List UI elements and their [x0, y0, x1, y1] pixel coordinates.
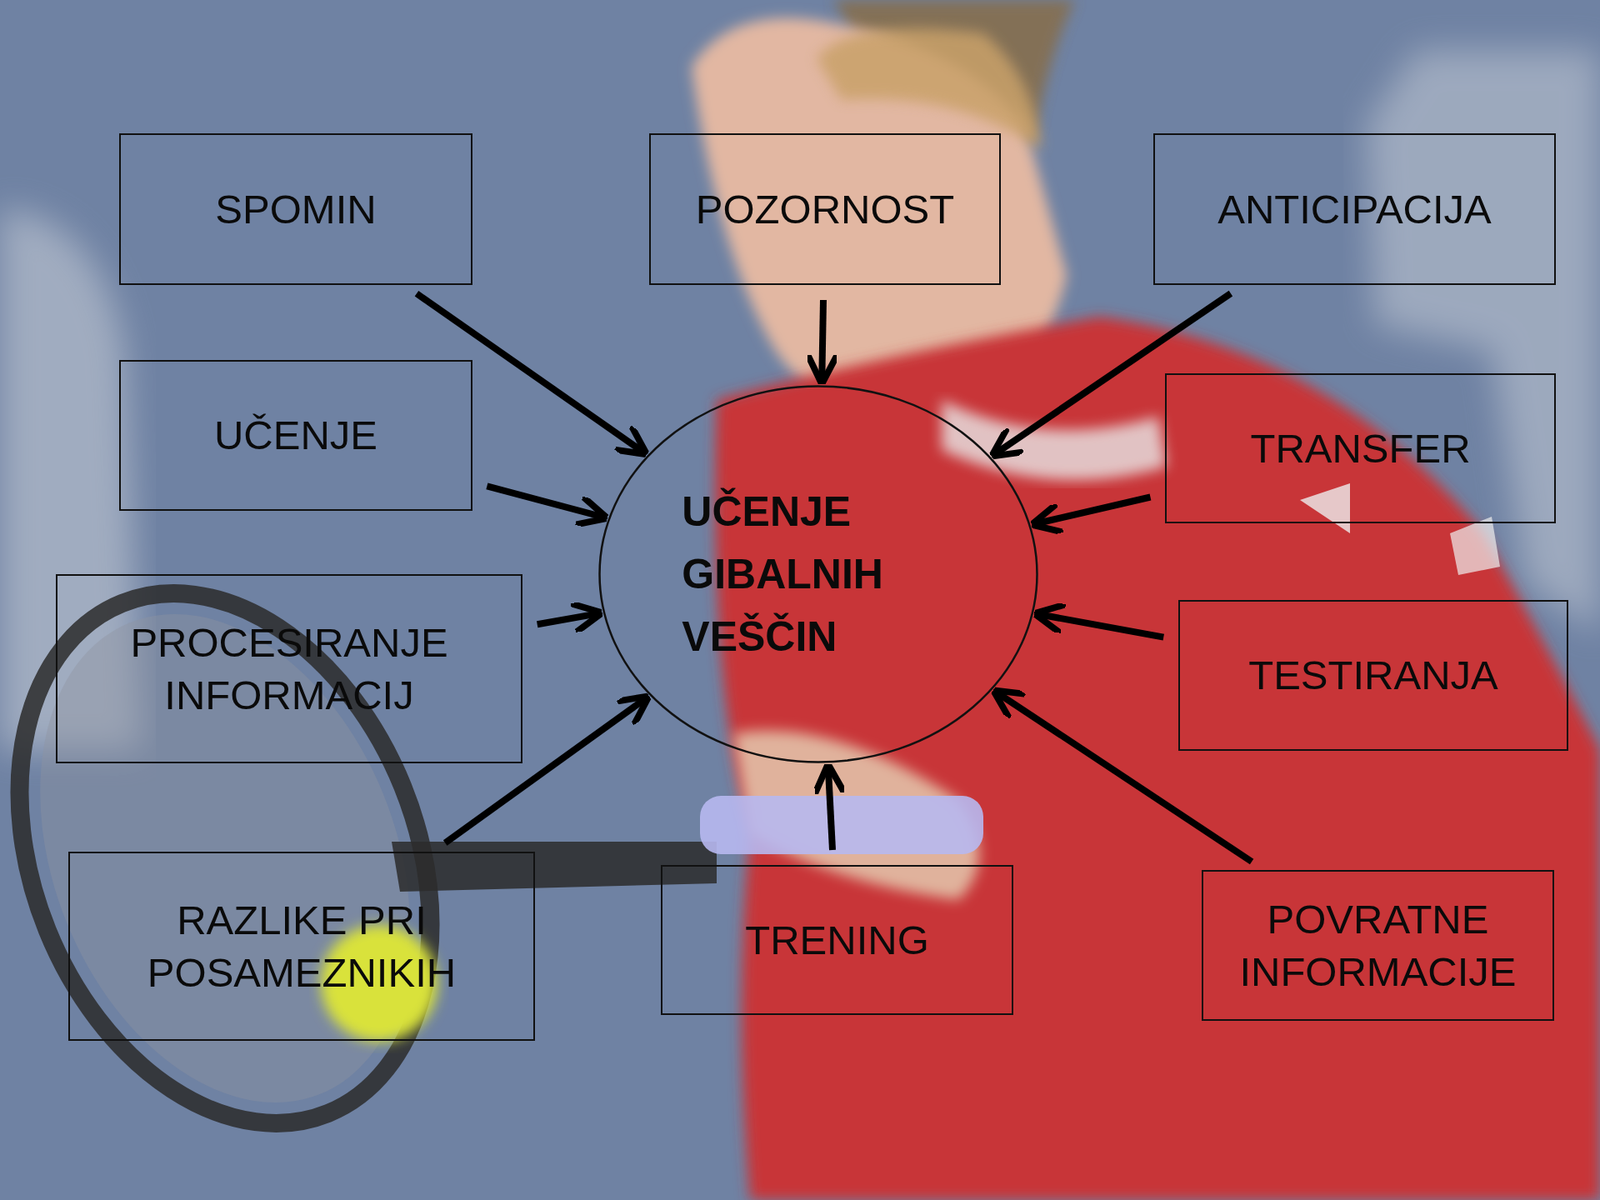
- center-ellipse: UČENJE GIBALNIH VEŠČIN: [598, 385, 1039, 764]
- arrow-connector: [486, 485, 602, 517]
- ellipse-outline: [600, 386, 1038, 763]
- concept-box: POVRATNE INFORMACIJE: [1201, 870, 1555, 1021]
- box-label: SPOMIN: [215, 183, 376, 236]
- arrow-connector: [828, 770, 833, 850]
- box-label: TRENING: [745, 914, 930, 967]
- concept-box: UČENJE: [119, 360, 473, 511]
- box-label: ANTICIPACIJA: [1217, 183, 1492, 236]
- box-label: TRANSFER: [1250, 422, 1470, 475]
- concept-box: SPOMIN: [119, 133, 473, 285]
- concept-box: ANTICIPACIJA: [1153, 133, 1556, 285]
- box-label: PROCESIRANJE INFORMACIJ: [70, 616, 508, 721]
- box-label: RAZLIKE PRI POSAMEZNIKIH: [83, 894, 520, 999]
- box-label: POZORNOST: [695, 183, 955, 236]
- arrow-connector: [416, 293, 643, 451]
- concept-box: PROCESIRANJE INFORMACIJ: [55, 574, 523, 764]
- arrow-connector: [821, 300, 824, 379]
- concept-box: RAZLIKE PRI POSAMEZNIKIH: [68, 851, 535, 1041]
- box-label: POVRATNE INFORMACIJE: [1216, 893, 1540, 998]
- arrow-connector: [1037, 497, 1151, 525]
- box-label: UČENJE: [214, 409, 378, 462]
- arrow-connector: [1040, 615, 1164, 638]
- concept-box: TRANSFER: [1165, 373, 1556, 524]
- arrow-connector: [445, 699, 645, 843]
- arrow-connector: [537, 614, 597, 625]
- concept-box: POZORNOST: [649, 133, 1001, 285]
- concept-box: TESTIRANJA: [1178, 600, 1569, 751]
- box-label: TESTIRANJA: [1248, 649, 1498, 702]
- center-label: UČENJE GIBALNIH VEŠČIN: [681, 480, 955, 669]
- arrow-connector: [998, 693, 1252, 862]
- concept-box: TRENING: [660, 865, 1014, 1015]
